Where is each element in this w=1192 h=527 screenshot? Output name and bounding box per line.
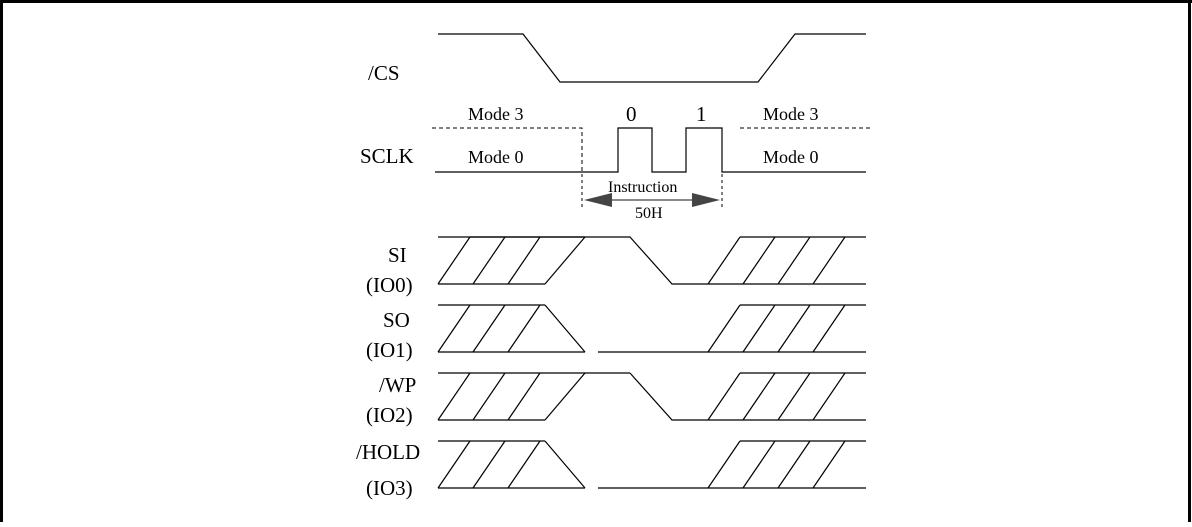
arrow-left-icon [584,193,612,207]
si-io-label: (IO0) [366,273,413,297]
so-waveform [437,304,866,353]
mode0-left-label: Mode 0 [468,147,524,167]
cs-waveform [438,33,866,83]
so-label: SO [383,308,410,332]
instruction-label: Instruction [608,179,677,196]
sclk-mode3-dashed [432,127,870,172]
instruction-code: 50H [635,205,663,222]
mode3-right-label: Mode 3 [763,104,819,124]
wp-io-label: (IO2) [366,403,413,427]
hold-label: /HOLD [356,440,420,464]
instruction-span [581,174,723,210]
sclk-label: SCLK [360,144,414,168]
arrow-right-icon [692,193,720,207]
cs-label: /CS [368,61,400,85]
wp-waveform [437,372,866,421]
hold-io-label: (IO3) [366,476,413,500]
si-label: SI [388,243,407,267]
si-waveform [437,236,866,285]
so-io-label: (IO1) [366,338,413,362]
bit0-label: 0 [626,102,637,126]
mode0-right-label: Mode 0 [763,147,819,167]
sclk-waveform [435,127,866,173]
hold-waveform [437,440,866,489]
bit1-label: 1 [696,102,707,126]
mode3-left-label: Mode 3 [468,104,524,124]
wp-label: /WP [379,373,416,397]
